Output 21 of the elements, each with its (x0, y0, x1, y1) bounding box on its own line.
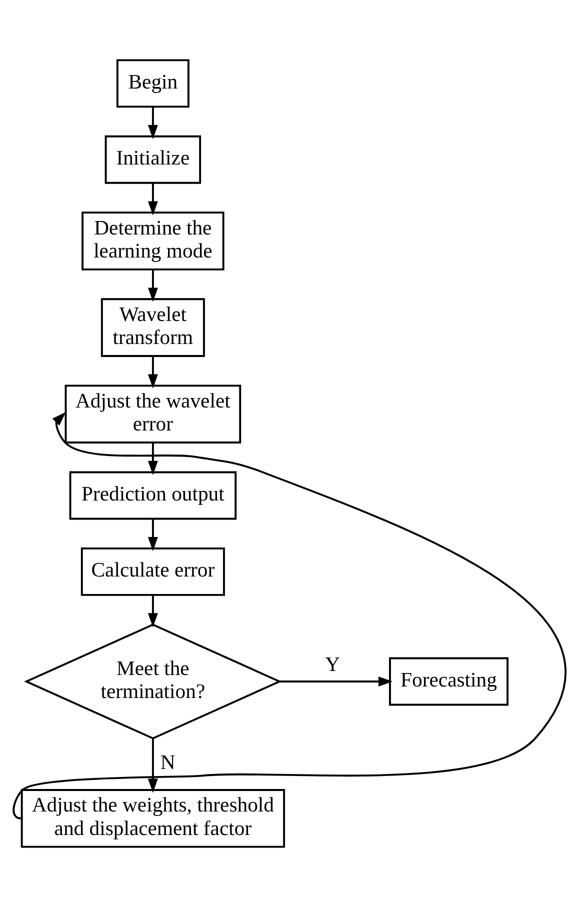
edge-label: Y (325, 654, 340, 676)
arrow (148, 270, 158, 302)
arrow (148, 738, 158, 793)
node-box: Initialize (104, 135, 202, 184)
node-box: Adjust the weights, threshold and displacement factor (20, 789, 286, 848)
node-box: Calculate error (80, 547, 225, 596)
node-box: Prediction output (69, 471, 237, 520)
arrow (148, 183, 158, 216)
arrow (148, 356, 158, 388)
node-box: Begin (116, 59, 190, 108)
node-box: Adjust the wavelet error (64, 384, 242, 444)
arrow (280, 676, 393, 686)
node-box: Forecasting (389, 657, 508, 706)
node-box: Wavelet transform (100, 298, 205, 357)
node-box: Determine the learning mode (82, 212, 224, 270)
arrow (148, 518, 158, 552)
arrow (148, 106, 158, 140)
arrow (148, 442, 158, 476)
edge-label: N (160, 752, 176, 774)
arrow (148, 595, 158, 628)
node-diamond: Meet the termination? (24, 624, 282, 740)
